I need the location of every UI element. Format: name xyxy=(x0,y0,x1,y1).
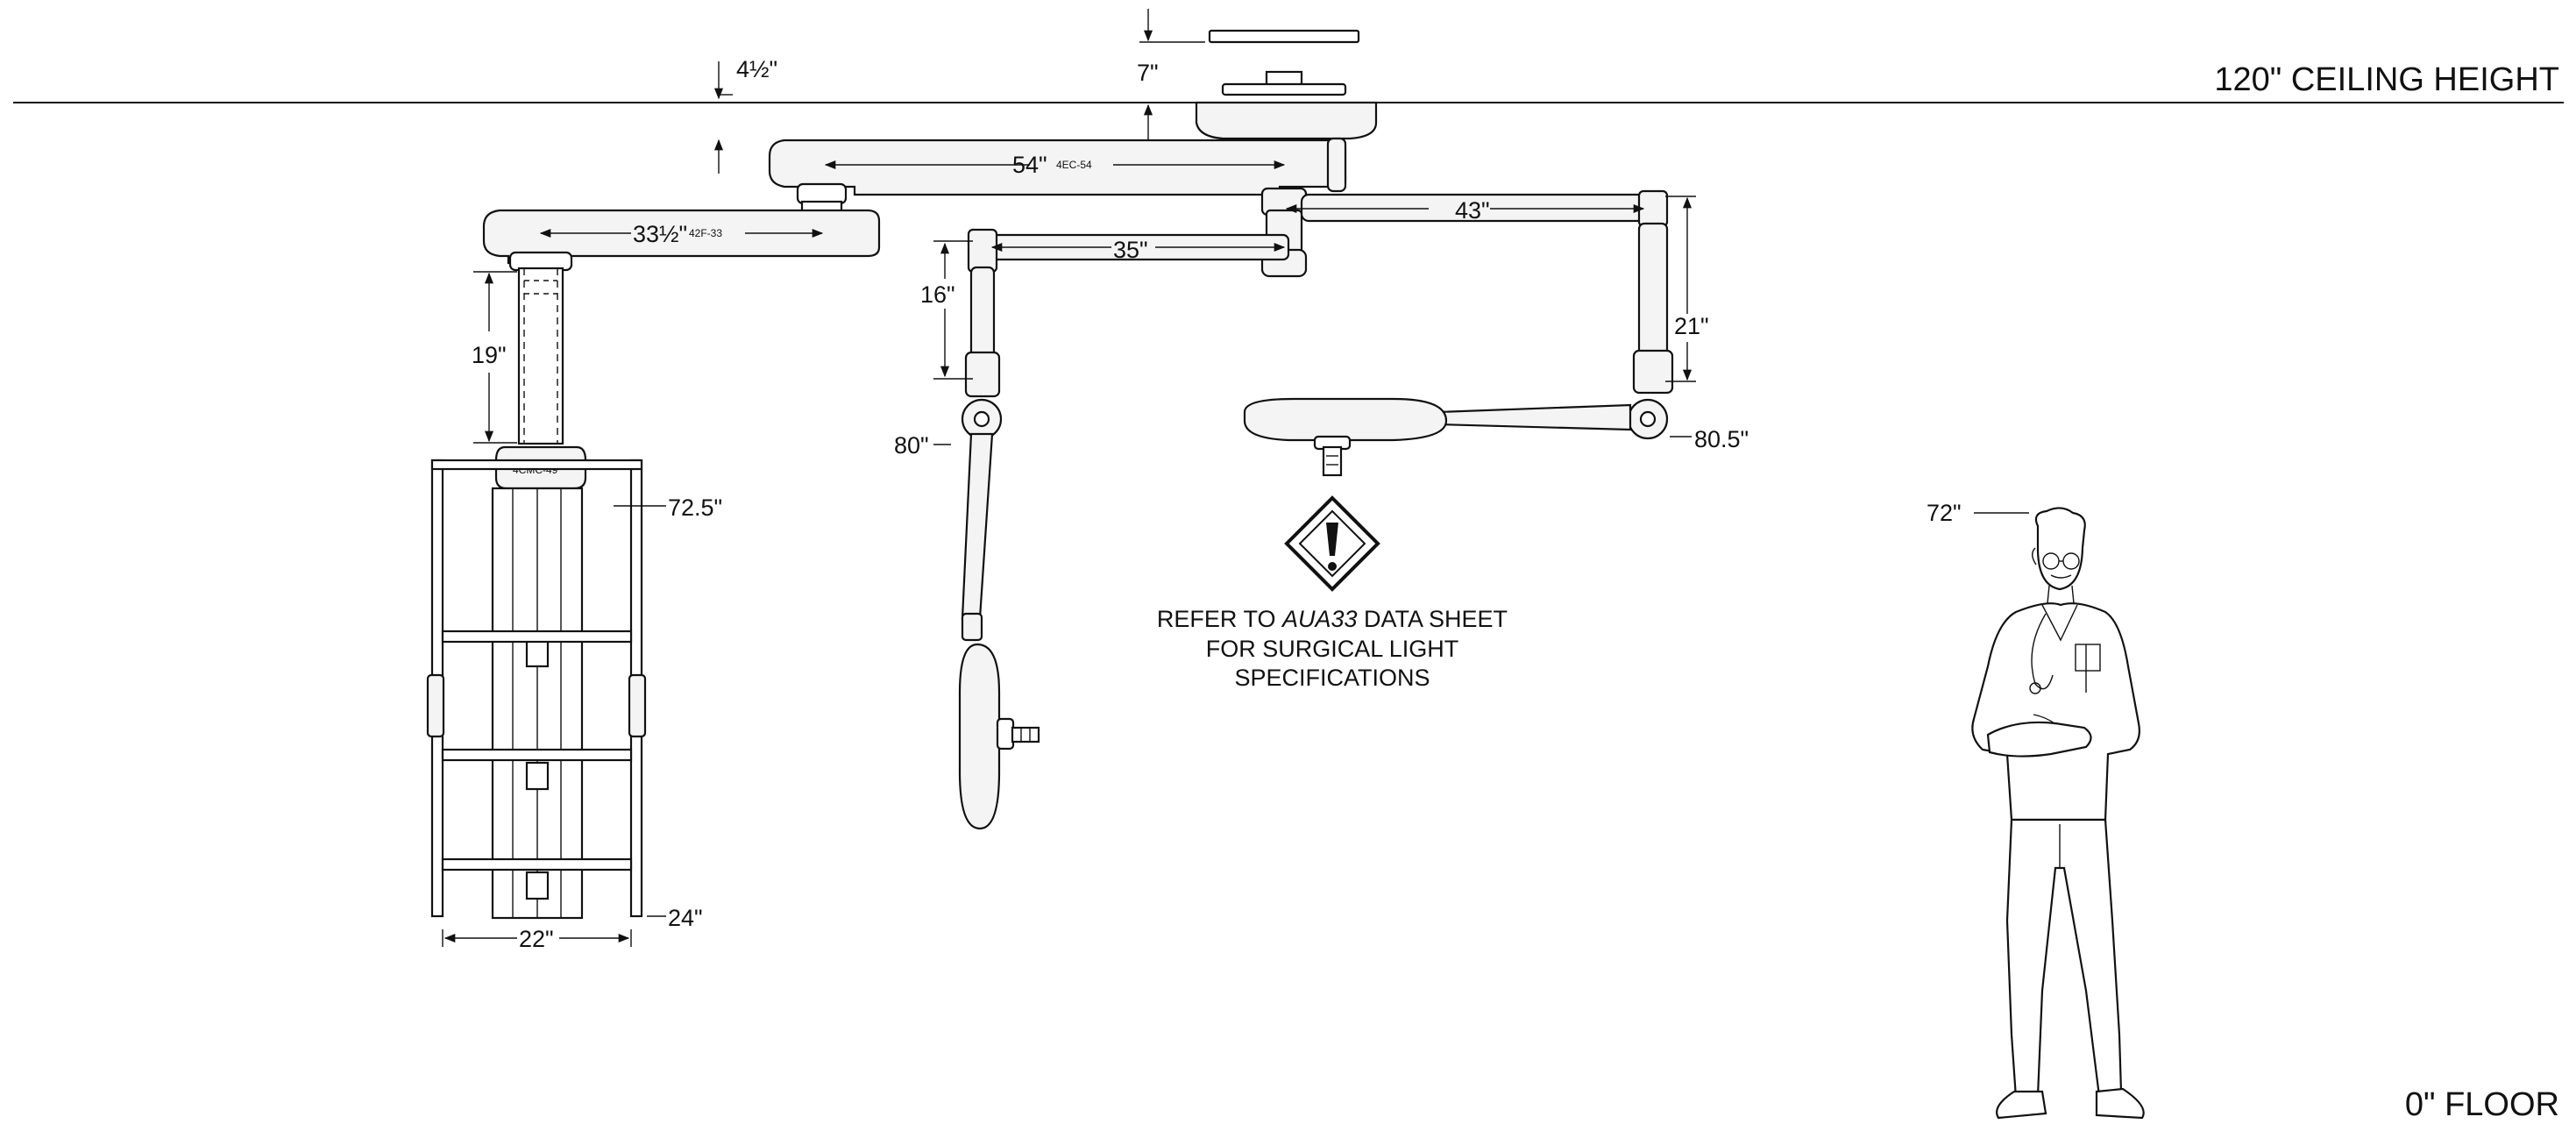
svg-text:33½": 33½" xyxy=(633,221,687,247)
surgical-light-right xyxy=(1243,397,1448,477)
svg-text:16": 16" xyxy=(920,281,955,308)
svg-text:7": 7" xyxy=(1137,60,1159,86)
human-scale-figure: 72" xyxy=(1927,500,2145,1120)
svg-text:21": 21" xyxy=(1674,313,1709,339)
arm-35: 35" 16" 80" xyxy=(894,228,1290,642)
svg-text:72": 72" xyxy=(1927,500,1962,526)
equipment-tower: 4CMC-49 72.5" 24" 22" xyxy=(426,445,722,952)
ceiling-mount xyxy=(1195,29,1378,140)
ceiling-height-label: 120" CEILING HEIGHT xyxy=(2214,61,2559,98)
svg-text:80": 80" xyxy=(894,432,929,459)
svg-text:42F-33: 42F-33 xyxy=(689,227,722,239)
svg-text:22": 22" xyxy=(519,926,554,952)
svg-text:19": 19" xyxy=(472,342,507,368)
svg-text:4½": 4½" xyxy=(736,56,777,82)
warning-diamond-icon xyxy=(1284,495,1380,592)
dim-4-5: 4½" xyxy=(713,56,777,174)
hub xyxy=(1260,187,1308,278)
svg-text:80.5": 80.5" xyxy=(1694,426,1749,452)
svg-text:24": 24" xyxy=(668,905,703,931)
dim-7: 7" xyxy=(1137,9,1205,140)
arm-43: 43" 21" 80.5" xyxy=(1285,189,1749,452)
surgical-light-note-line2: FOR SURGICAL LIGHT xyxy=(1206,636,1459,662)
svg-text:72.5": 72.5" xyxy=(668,494,722,521)
floor-label: 0" FLOOR xyxy=(2405,1086,2559,1123)
extension-arm-33: 33½" 42F-33 xyxy=(482,209,881,272)
surgical-light-left xyxy=(958,643,1040,830)
extension-arm-54: 54" 4EC-54 xyxy=(768,137,1347,217)
svg-text:43": 43" xyxy=(1455,197,1490,224)
surgical-light-note-line3: SPECIFICATIONS xyxy=(1234,665,1430,691)
column: 19" xyxy=(472,267,564,445)
svg-text:54": 54" xyxy=(1012,152,1047,178)
surgical-light-note: REFER TO AUA33 DATA SHEET xyxy=(1157,606,1508,632)
svg-text:35": 35" xyxy=(1113,237,1148,263)
svg-text:4EC-54: 4EC-54 xyxy=(1056,159,1092,171)
